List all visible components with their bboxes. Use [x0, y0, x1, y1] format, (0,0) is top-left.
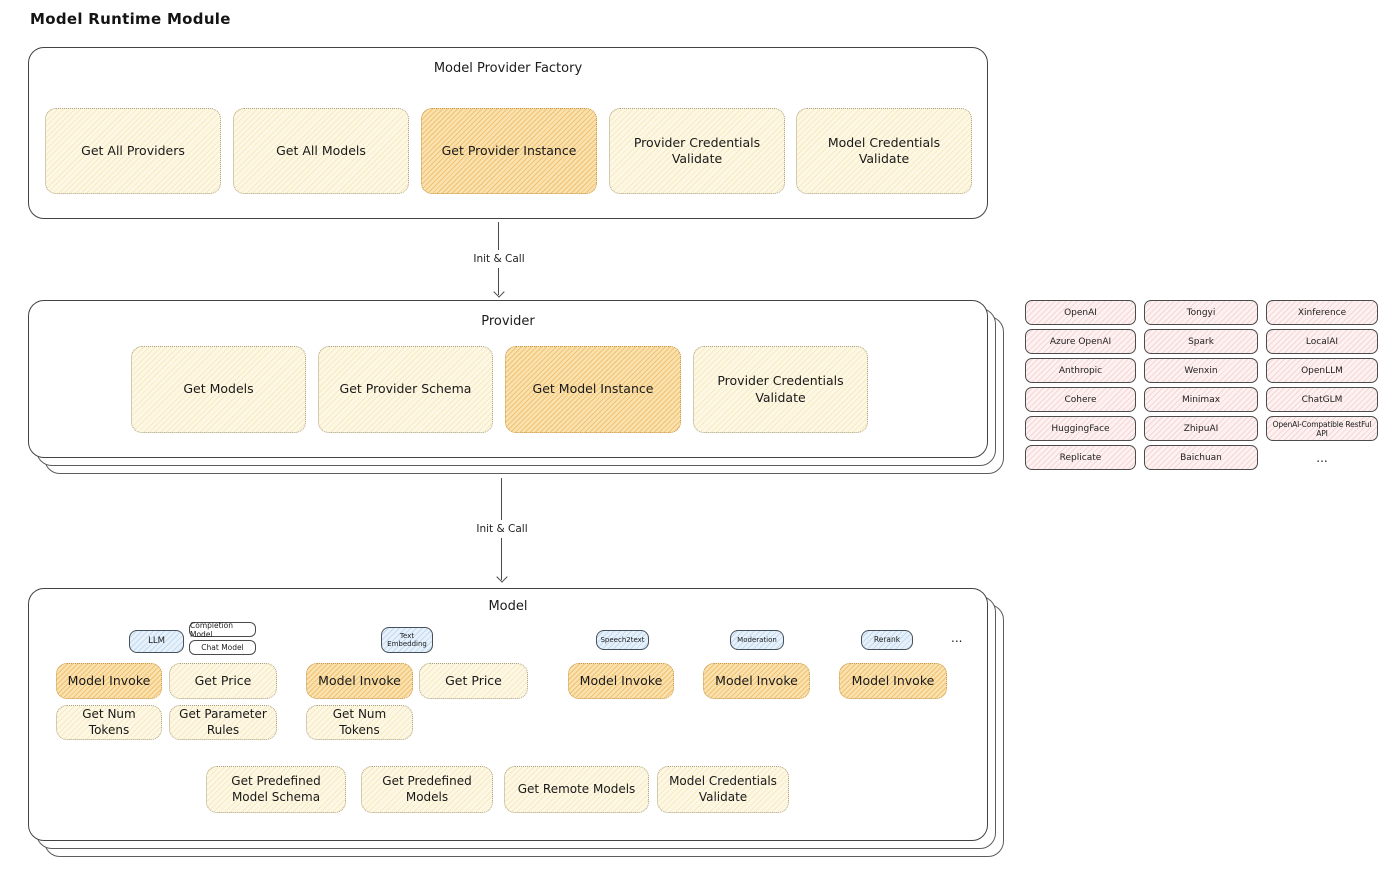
- vendor-wenxin: Wenxin: [1144, 358, 1258, 383]
- vendor-openai: OpenAI: [1025, 300, 1136, 325]
- vendor-localai: LocalAI: [1266, 329, 1378, 354]
- get-provider-instance-box: Get Provider Instance: [421, 108, 597, 194]
- model-title: Model: [488, 599, 528, 614]
- vendor-baichuan: Baichuan: [1144, 445, 1258, 470]
- tab-text-embedding: Text Embedding: [381, 627, 433, 653]
- init-call-label-1: Init & Call: [466, 249, 532, 268]
- rerank-model-invoke-box: Model Invoke: [839, 663, 947, 699]
- get-predefined-model-schema-box: Get Predefined Model Schema: [206, 766, 346, 813]
- vendor-zhipuai: ZhipuAI: [1144, 416, 1258, 441]
- vendor-tongyi: Tongyi: [1144, 300, 1258, 325]
- speech2text-model-invoke-box: Model Invoke: [568, 663, 674, 699]
- tab-rerank: Rerank: [861, 630, 913, 650]
- vendor-huggingface: HuggingFace: [1025, 416, 1136, 441]
- llm-get-price-box: Get Price: [169, 663, 277, 699]
- provider-title: Provider: [481, 314, 535, 329]
- provider-vendors-grid: OpenAI Tongyi Xinference Azure OpenAI Sp…: [1025, 300, 1378, 470]
- get-model-instance-box: Get Model Instance: [505, 346, 681, 433]
- vendor-chatglm: ChatGLM: [1266, 387, 1378, 412]
- tab-speech2text: Speech2text: [596, 630, 649, 650]
- vendor-anthropic: Anthropic: [1025, 358, 1136, 383]
- text-embedding-get-num-tokens-box: Get Num Tokens: [306, 705, 413, 740]
- vendors-ellipsis: ...: [1316, 450, 1328, 465]
- get-all-providers-box: Get All Providers: [45, 108, 221, 194]
- tab-completion-model: Completion Model: [189, 621, 256, 639]
- vendor-openai-compatible-restful-api: OpenAI-Compatible RestFul API: [1266, 416, 1378, 441]
- llm-get-num-tokens-box: Get Num Tokens: [56, 705, 162, 740]
- model-provider-factory-box: Model Provider Factory Get All Providers…: [28, 47, 988, 219]
- llm-model-invoke-box: Model Invoke: [56, 663, 162, 699]
- model-credentials-validate-box: Model Credentials Validate: [796, 108, 972, 194]
- model-provider-factory-title: Model Provider Factory: [433, 61, 583, 76]
- arrow-head-icon: [495, 571, 508, 583]
- provider-credentials-validate-box-2: Provider Credentials Validate: [693, 346, 868, 433]
- vendor-replicate: Replicate: [1025, 445, 1136, 470]
- llm-get-parameter-rules-box: Get Parameter Rules: [169, 705, 277, 740]
- moderation-model-invoke-box: Model Invoke: [703, 663, 810, 699]
- get-predefined-models-box: Get Predefined Models: [361, 766, 493, 813]
- vendor-azure-openai: Azure OpenAI: [1025, 329, 1136, 354]
- vendor-minimax: Minimax: [1144, 387, 1258, 412]
- get-remote-models-box: Get Remote Models: [504, 766, 649, 813]
- vendor-spark: Spark: [1144, 329, 1258, 354]
- provider-box: Provider Get Models Get Provider Schema …: [28, 300, 988, 458]
- get-provider-schema-box: Get Provider Schema: [318, 346, 493, 433]
- tabs-ellipsis: ...: [951, 631, 963, 645]
- get-models-box: Get Models: [131, 346, 306, 433]
- model-box: Model LLM Completion Model Chat Model Te…: [28, 588, 988, 841]
- get-all-models-box: Get All Models: [233, 108, 409, 194]
- text-embedding-model-invoke-box: Model Invoke: [306, 663, 413, 699]
- vendor-openllm: OpenLLM: [1266, 358, 1378, 383]
- init-call-label-2: Init & Call: [469, 520, 535, 538]
- page-title: Model Runtime Module: [30, 10, 231, 28]
- text-embedding-get-price-box: Get Price: [419, 663, 528, 699]
- arrow-head-icon: [492, 286, 505, 298]
- tab-llm: LLM: [129, 630, 184, 653]
- provider-credentials-validate-box: Provider Credentials Validate: [609, 108, 785, 194]
- tab-moderation: Moderation: [730, 630, 784, 650]
- tab-chat-model: Chat Model: [189, 640, 256, 655]
- vendor-cohere: Cohere: [1025, 387, 1136, 412]
- vendor-xinference: Xinference: [1266, 300, 1378, 325]
- model-credentials-validate-box-2: Model Credentials Validate: [657, 766, 789, 813]
